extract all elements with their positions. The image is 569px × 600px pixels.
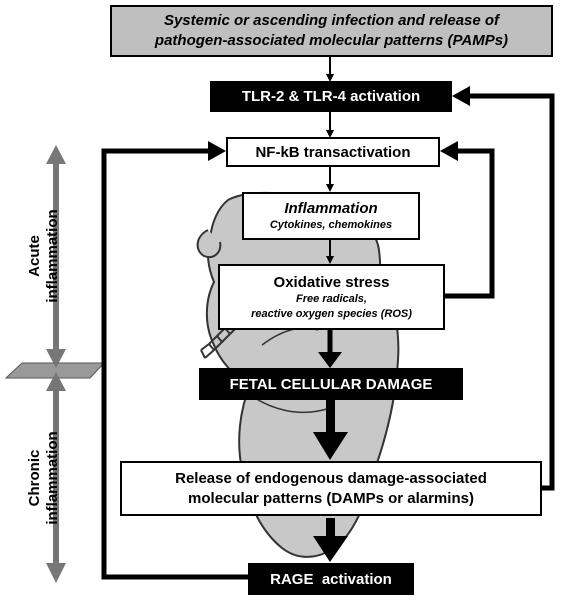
pamps-line-1: Systemic or ascending infection and rele… [163, 12, 500, 29]
acute-inflammation-label: Acute inflammation [26, 196, 66, 316]
damps-line-2: molecular patterns (DAMPs or alarmins) [188, 489, 474, 507]
oxidative-line-2: reactive oxygen species (ROS) [251, 307, 412, 320]
chronic-label-line-2: inflammation [44, 431, 61, 525]
timeline-acute-arrow [46, 145, 66, 368]
arrowhead-to-damage [318, 352, 342, 368]
oxidative-stress-box: Oxidative stress Free radicals, reactive… [218, 264, 445, 330]
tlr-activation-box: TLR-2 & TLR-4 activation [210, 81, 452, 112]
damps-line-1: Release of endogenous damage-associated [175, 469, 487, 487]
inflammation-box: Inflammation Cytokines, chemokines [242, 192, 420, 240]
pamps-box: Systemic or ascending infection and rele… [110, 5, 553, 57]
timeline-chronic-arrow [46, 372, 66, 583]
fetal-damage-label: FETAL CELLULAR DAMAGE [229, 375, 433, 393]
acute-label-line-1: Acute [26, 235, 43, 277]
rage-activation-label: RAGE activation [270, 570, 392, 588]
feedback-loop-damps-to-tlr [466, 93, 555, 491]
tlr-activation-label: TLR-2 & TLR-4 activation [241, 88, 421, 105]
chronic-label-line-1: Chronic [26, 449, 43, 507]
pamps-line-2: pathogen-associated molecular patterns (… [154, 32, 509, 49]
rage-activation-box: RAGE activation [248, 563, 414, 595]
inflammation-subtitle: Cytokines, chemokines [269, 219, 393, 231]
nfkb-box: NF-kB transactivation [226, 137, 440, 167]
thick-arrow-damps-to-rage-head [313, 536, 348, 562]
oxidative-title: Oxidative stress [273, 273, 390, 291]
feedback-loop-oxidative-to-nfkb [445, 148, 495, 299]
inflammation-title: Inflammation [284, 200, 378, 217]
chronic-inflammation-label: Chronic inflammation [26, 418, 66, 538]
arrowhead-to-nfkb-right [440, 141, 458, 161]
arrowhead-to-tlr [452, 86, 470, 106]
nfkb-label: NF-kB transactivation [255, 143, 411, 161]
oxidative-line-1: Free radicals, [296, 292, 367, 305]
feedback-loop-rage-to-nfkb [101, 148, 248, 580]
damps-box: Release of endogenous damage-associated … [120, 461, 542, 516]
arrowhead-to-nfkb-left [208, 141, 226, 161]
placenta-plate [4, 362, 106, 379]
thick-arrow-damage-to-damps-shaft [326, 400, 335, 436]
thick-arrow-damps-to-rage-shaft [326, 518, 335, 540]
acute-label-line-2: inflammation [44, 209, 61, 303]
thick-arrow-damage-to-damps-head [313, 432, 348, 460]
fetal-damage-box: FETAL CELLULAR DAMAGE [199, 368, 463, 400]
